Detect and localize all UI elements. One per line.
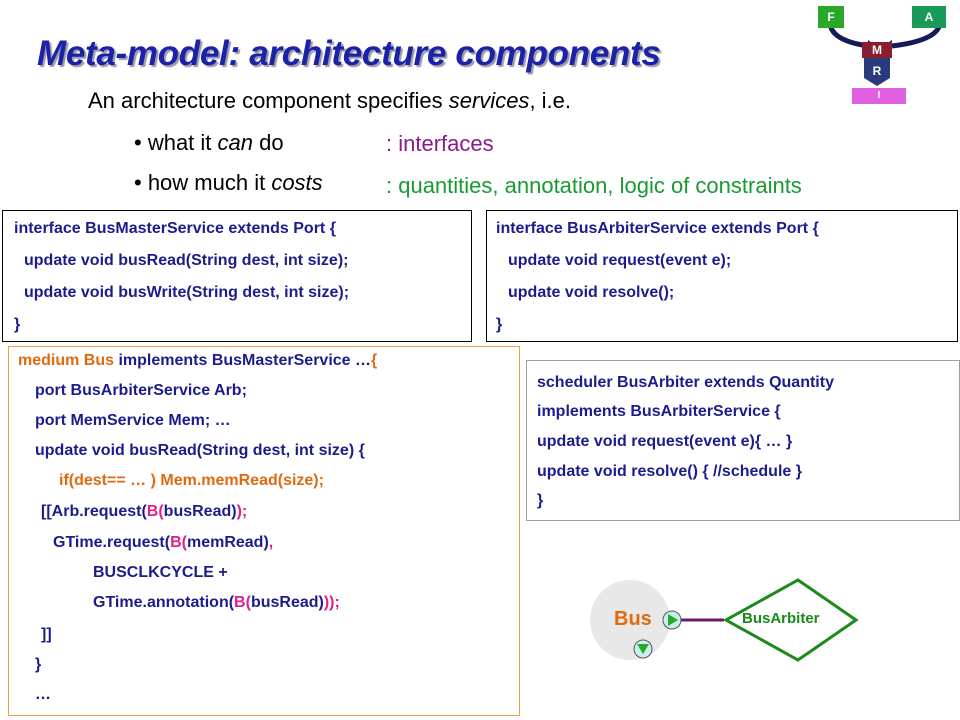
nav-r-label: R bbox=[872, 64, 882, 78]
code-line: GTime.annotation(B(busRead))); bbox=[93, 594, 340, 611]
code-line: GTime.request(B(memRead), bbox=[53, 534, 274, 551]
code-line: } bbox=[14, 316, 21, 333]
bus-label: Bus bbox=[614, 608, 652, 630]
bullet-costs: • how much it costs bbox=[134, 170, 323, 195]
bus-arbiter-diagram bbox=[590, 578, 859, 662]
code-line: } bbox=[496, 316, 503, 333]
code-line: ]] bbox=[41, 626, 52, 643]
code-line: BUSCLKCYCLE + bbox=[93, 564, 228, 581]
code-line: medium Bus implements BusMasterService …… bbox=[18, 352, 378, 369]
code-box-scheduler-bus-arbiter: scheduler BusArbiter extends Quantity im… bbox=[526, 360, 960, 521]
nav-f-label: F bbox=[827, 10, 835, 24]
code-line: } bbox=[35, 656, 42, 673]
nav-a-label: A bbox=[924, 10, 934, 24]
code-line: scheduler BusArbiter extends Quantity bbox=[537, 374, 834, 391]
code-line: port MemService Mem; … bbox=[35, 412, 231, 429]
code-box-bus-master-service: interface BusMasterService extends Port … bbox=[2, 210, 472, 342]
bullet-costs-detail: : quantities, annotation, logic of const… bbox=[386, 173, 802, 198]
code-line: … bbox=[35, 686, 51, 703]
code-box-medium-bus: medium Bus implements BusMasterService …… bbox=[8, 346, 520, 716]
code-line: interface BusMasterService extends Port … bbox=[14, 220, 336, 237]
bus-arbiter-node bbox=[722, 578, 859, 662]
code-line: port BusArbiterService Arb; bbox=[35, 382, 247, 399]
nav-i-label: I bbox=[877, 90, 881, 101]
page-title: Meta-model: architecture components bbox=[37, 34, 661, 73]
bus-node bbox=[590, 580, 670, 660]
code-line: } bbox=[537, 492, 544, 509]
bullet-can-do: • what it can do bbox=[134, 130, 284, 155]
code-line: update void busWrite(String dest, int si… bbox=[24, 284, 350, 301]
code-line: if(dest== … ) Mem.memRead(size); bbox=[59, 472, 324, 489]
intro-text: An architecture component specifies serv… bbox=[88, 88, 572, 113]
code-line: [[Arb.request(B(busRead)); bbox=[41, 503, 248, 520]
code-line: update void busRead(String dest, int siz… bbox=[24, 252, 349, 269]
nav-diagram bbox=[818, 6, 946, 104]
bus-arbiter-label: BusArbiter bbox=[742, 610, 820, 627]
code-line: update void resolve() { //schedule } bbox=[537, 463, 802, 480]
code-line: update void request(event e){ … } bbox=[537, 433, 793, 450]
code-box-bus-arbiter-service: interface BusArbiterService extends Port… bbox=[486, 210, 958, 342]
code-line: implements BusArbiterService { bbox=[537, 403, 781, 420]
nav-m-label: M bbox=[872, 43, 882, 57]
code-line: update void resolve(); bbox=[508, 284, 675, 301]
code-line: update void busRead(String dest, int siz… bbox=[35, 442, 365, 459]
code-line: update void request(event e); bbox=[508, 252, 732, 269]
bullet-can-do-detail: : interfaces bbox=[386, 131, 494, 156]
code-line: interface BusArbiterService extends Port… bbox=[496, 220, 819, 237]
